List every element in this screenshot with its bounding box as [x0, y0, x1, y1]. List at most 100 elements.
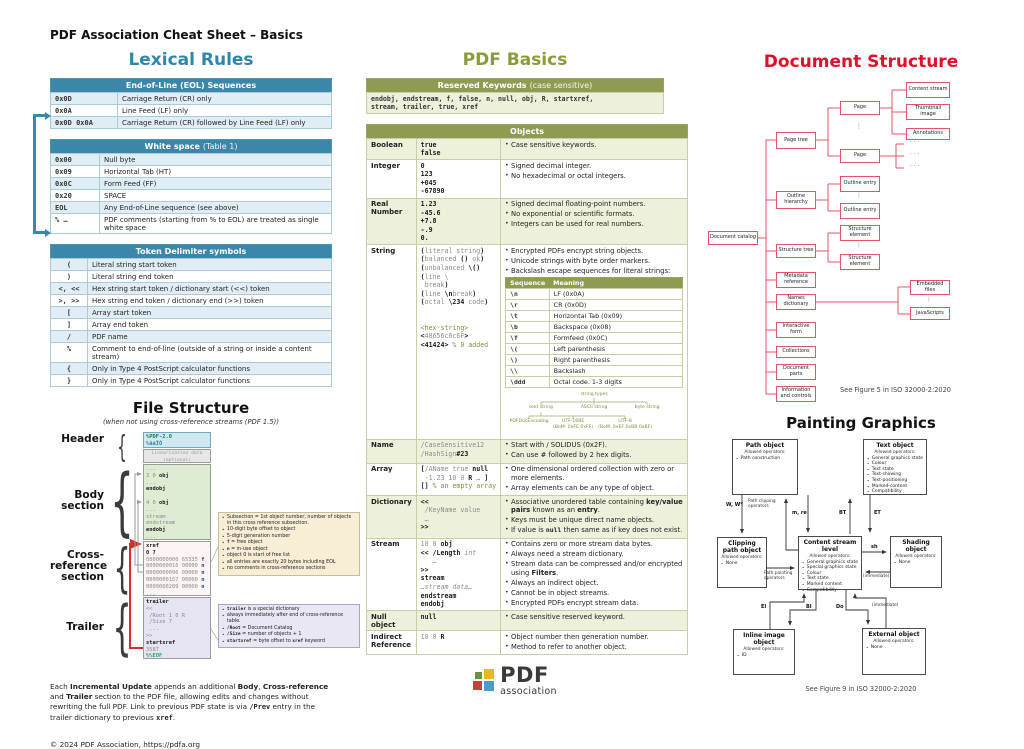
- shading-object-operators: •None: [894, 560, 938, 566]
- body-section-label: Body section: [61, 489, 104, 513]
- external-object-operators: •None: [866, 645, 922, 651]
- table-row: {Only in Type 4 PostScript calculator fu…: [50, 362, 332, 375]
- bullet-item: •Compatibility: [802, 587, 837, 593]
- outline-entry-node: Outline entry: [840, 203, 880, 219]
- code-line: %âãÏÓ: [146, 440, 163, 447]
- bullet-icon: •: [867, 455, 870, 461]
- bullet-item: •Object number then generation number.: [505, 632, 649, 641]
- array-example: [/AName true null -1.23 10 0 R … ][] % a…: [421, 465, 496, 491]
- code-line: endstream: [146, 520, 176, 527]
- shading-object-box: Shading object Allowed operators: •None: [890, 536, 942, 588]
- bullet-icon: •: [867, 489, 870, 495]
- code-line: break): [420, 281, 449, 290]
- code-line: <<: [146, 605, 153, 612]
- bullet-item: •Special graphics state: [802, 565, 857, 571]
- vertical-ellipsis: ⋮: [856, 242, 862, 249]
- bullet-item: •General graphics state: [802, 559, 858, 565]
- code-line: >>: [420, 565, 429, 574]
- code-line: >>: [420, 523, 429, 532]
- page-node: Page: [840, 149, 880, 163]
- bullet-item: •/Root = Document Catalog: [222, 625, 293, 631]
- code-line: [] % an empty array: [420, 482, 497, 491]
- code-line: -67890: [420, 187, 445, 196]
- collections-node: Collections: [776, 346, 816, 358]
- trailer-section-label: Trailer: [66, 621, 104, 633]
- lexical-rules-heading: Lexical Rules: [128, 50, 254, 70]
- bullet-icon: •: [737, 652, 740, 658]
- code-line: <48656c6c6F>: [420, 332, 469, 341]
- bullet-item: •object 0 is start of free list: [222, 553, 291, 559]
- code-line: /Root 1 0 R: [146, 612, 185, 619]
- bullet-icon: •: [505, 172, 509, 179]
- code-line: /HashSign#23: [420, 449, 469, 458]
- bullet-icon: •: [222, 607, 225, 612]
- text-object-operators: •General graphics state•Colour•Text stat…: [867, 456, 923, 495]
- file-structure-heading: File Structure: [132, 399, 250, 417]
- names-dictionary-node: Names dictionary: [776, 294, 816, 310]
- bullet-icon: •: [505, 442, 509, 449]
- path-object-operators: •Path construction: [736, 456, 794, 462]
- content-stream-level-box: Content stream level Allowed operators: …: [798, 536, 862, 593]
- bullet-icon: •: [505, 498, 509, 505]
- copyright-line: © 2024 PDF Association, https://pdfa.org: [50, 739, 200, 749]
- lexical-column: Lexical Rules End-of-Line (EOL) Sequence…: [33, 50, 360, 749]
- code-line: +045: [420, 178, 437, 187]
- bullet-item: •None: [866, 644, 883, 650]
- code-line: <hex-string>: [420, 323, 469, 332]
- code-line: …: [420, 514, 429, 523]
- horizontal-ellipsis: · · ·: [910, 163, 920, 170]
- tree-utf16be-label: UTF-16BE: [561, 419, 585, 425]
- bullet-icon: •: [222, 613, 225, 619]
- bullet-item: •f = free object: [222, 540, 263, 546]
- bullet-icon: •: [505, 210, 509, 217]
- code-line: 10 0 R: [420, 632, 445, 641]
- bullet-icon: •: [505, 267, 509, 274]
- code-line: (balanced () ok): [420, 255, 485, 264]
- tree-text-string-label: text string: [529, 405, 553, 411]
- string-types-tree: string types text string ASCII string by…: [505, 391, 683, 437]
- null-example: null: [421, 613, 496, 622]
- path-object-box: Path object Allowed operators: •Path con…: [732, 439, 798, 495]
- reserved-keywords-list: endobj, endstream, f, false, n, null, ob…: [371, 95, 659, 112]
- document-parts-node: Document parts: [776, 364, 816, 380]
- bullet-icon: •: [505, 551, 509, 558]
- table-row-dictionary: Dictionary << /KeyName value …>> •Associ…: [366, 495, 689, 539]
- bullet-item: •Compatibility: [867, 489, 902, 495]
- bullet-item: •Text state: [802, 576, 829, 582]
- indirect-notes: •Object number then generation number.•M…: [505, 633, 683, 651]
- bullet-icon: •: [222, 638, 225, 644]
- dictionary-notes: •Associative unordered table containing …: [505, 498, 683, 535]
- bullet-icon: •: [505, 484, 509, 491]
- clipping-path-operators: •None: [721, 561, 763, 567]
- bullet-icon: •: [505, 643, 509, 650]
- code-line: [/AName true null: [420, 465, 489, 474]
- code-line: <<: [420, 497, 429, 506]
- code-line: stream: [420, 574, 445, 583]
- bullet-item: •Keys must be unique direct name objects…: [505, 516, 655, 525]
- table-row-null: Null object null •Case sensitive reserve…: [366, 610, 689, 632]
- brace-icon: {: [113, 538, 131, 599]
- document-structure-caption: See Figure 5 in ISO 32000-2:2020: [840, 386, 951, 394]
- code-line: +7.8: [420, 217, 437, 226]
- bullet-icon: •: [505, 257, 509, 264]
- table-row: >, >>Hex string end token / dictionary e…: [50, 294, 332, 307]
- bullet-item: •Case sensitive keywords.: [505, 140, 597, 149]
- text-object-box: Text object Allowed operators: •General …: [863, 439, 927, 495]
- bullet-item: •Text-positioning: [867, 478, 908, 483]
- information-and-controls-node: Information and controls: [776, 386, 816, 402]
- reserved-keywords-header: Reserved Keywords(case sensitive): [366, 78, 664, 93]
- horizontal-ellipsis: · · ·: [910, 151, 920, 158]
- bullet-item: •Text-showing: [867, 472, 902, 478]
- code-line: 4 0 obj: [146, 499, 169, 506]
- bullet-item: •No hexadecimal or octal integers.: [505, 171, 626, 180]
- bullet-item: •No exponential or scientific formats.: [505, 209, 635, 218]
- annotations-node: Annotations: [906, 128, 950, 140]
